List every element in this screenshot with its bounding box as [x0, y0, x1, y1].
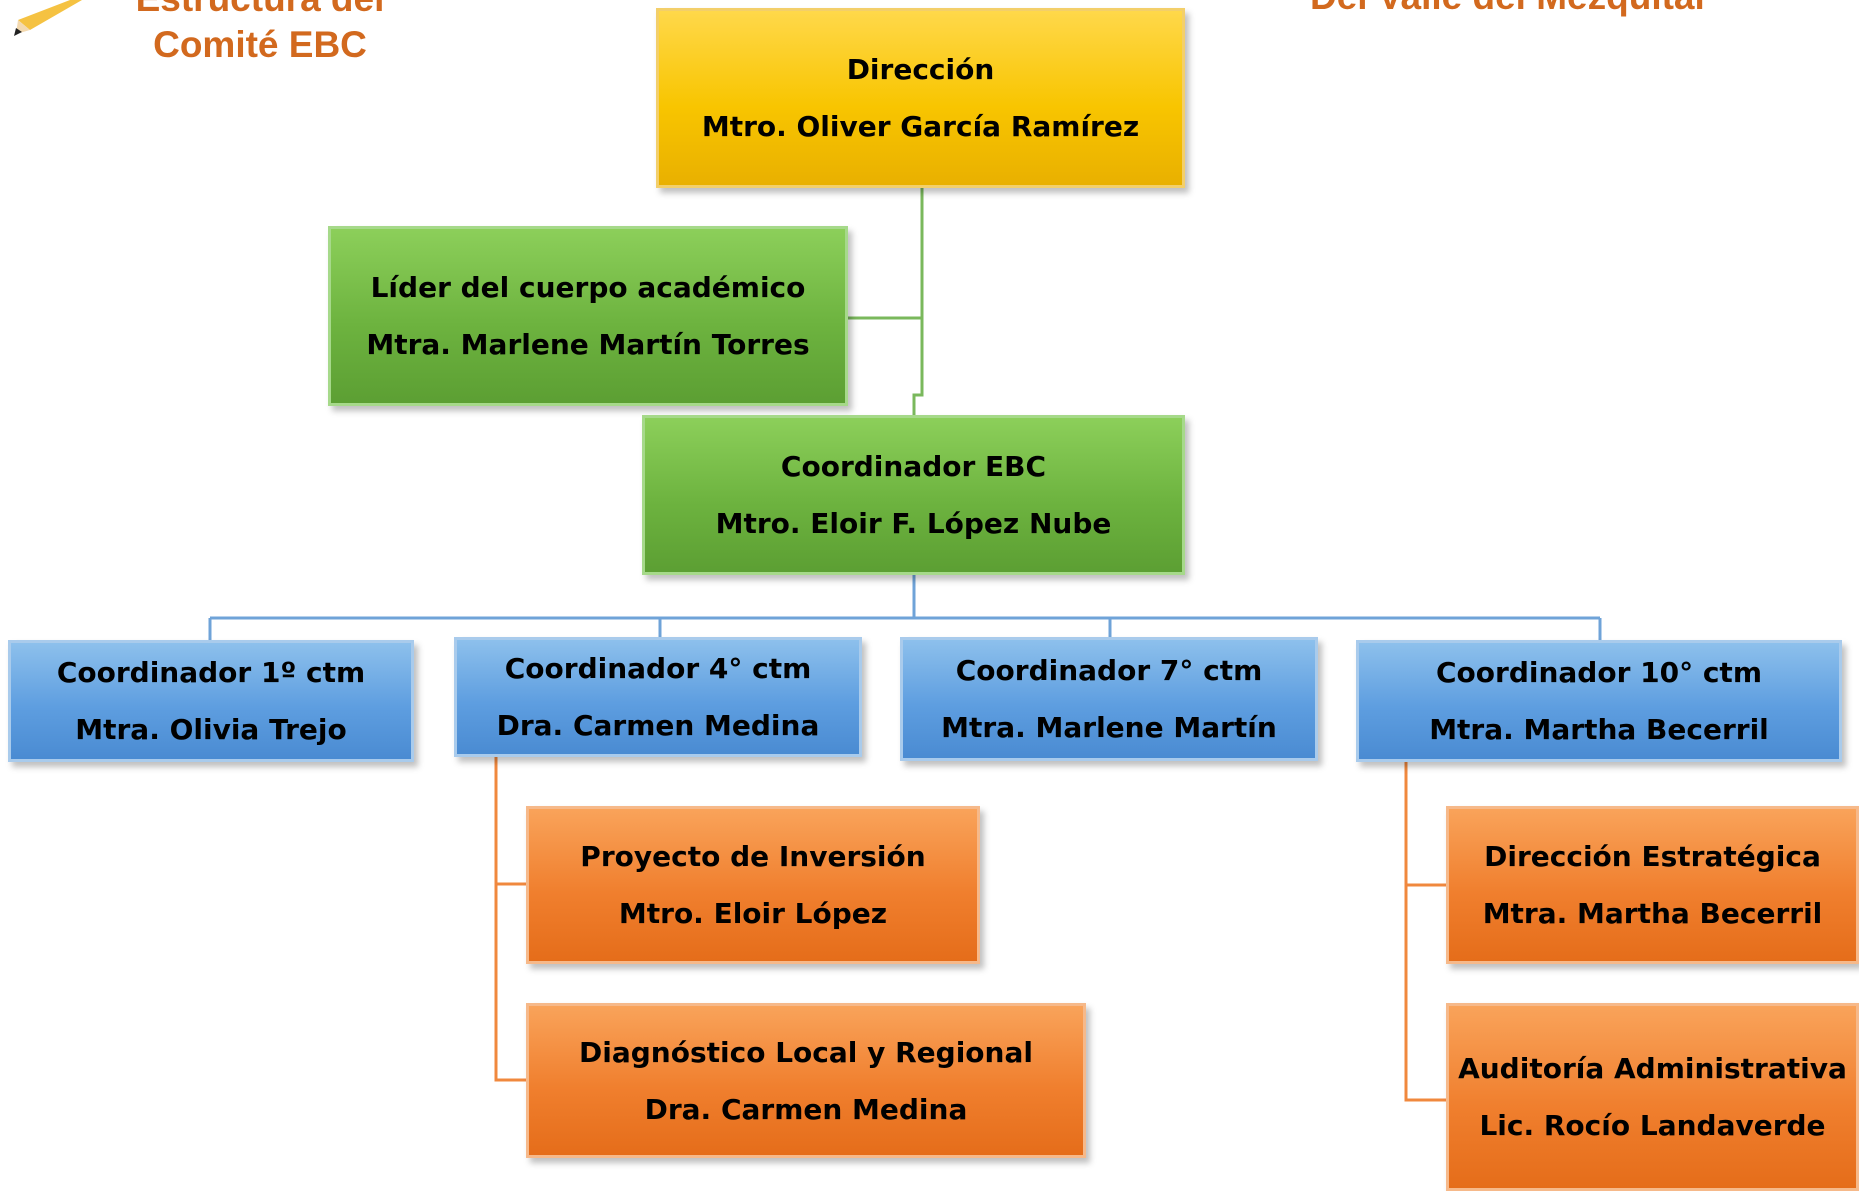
connector-direccion-coordinador	[912, 188, 924, 415]
node-direccion-name: Mtro. Oliver García Ramírez	[701, 110, 1140, 143]
node-auditoria-name: Lic. Rocío Landaverde	[1479, 1109, 1826, 1142]
node-direccion: Dirección Mtro. Oliver García Ramírez	[656, 8, 1185, 188]
node-direccion-estrategica-name: Mtra. Martha Becerril	[1482, 897, 1823, 930]
node-coordinador-1: Coordinador 1º ctm Mtra. Olivia Trejo	[8, 640, 414, 762]
node-coordinador-10-role: Coordinador 10° ctm	[1435, 656, 1762, 689]
node-coordinador-1-name: Mtra. Olivia Trejo	[75, 713, 347, 746]
connector-4-projects	[494, 757, 526, 1082]
node-coordinador-10: Coordinador 10° ctm Mtra. Martha Becerri…	[1356, 640, 1842, 762]
institution-title: Del Valle del Mezquital	[1310, 0, 1705, 20]
node-coordinador-ebc-name: Mtro. Eloir F. López Nube	[715, 507, 1112, 540]
chart-title-line1: Estructura del	[110, 0, 410, 22]
chart-title-line2: Comité EBC	[153, 24, 367, 65]
node-lider: Líder del cuerpo académico Mtra. Marlene…	[328, 226, 848, 406]
node-direccion-estrategica: Dirección Estratégica Mtra. Martha Becer…	[1446, 806, 1859, 964]
node-coordinador-7-name: Mtra. Marlene Martín	[941, 711, 1277, 744]
node-proyecto-inversion-role: Proyecto de Inversión	[580, 840, 926, 873]
node-auditoria-role: Auditoría Administrativa	[1458, 1052, 1847, 1085]
node-coordinador-7-role: Coordinador 7° ctm	[955, 654, 1263, 687]
node-coordinador-ebc: Coordinador EBC Mtro. Eloir F. López Nub…	[642, 415, 1185, 575]
node-auditoria: Auditoría Administrativa Lic. Rocío Land…	[1446, 1003, 1859, 1191]
chart-title: Estructura del Comité EBC	[110, 0, 410, 68]
node-diagnostico-name: Dra. Carmen Medina	[644, 1092, 968, 1126]
node-direccion-role: Dirección	[846, 53, 995, 86]
pencil-icon	[14, 0, 82, 36]
connector-10-projects	[1404, 760, 1446, 1102]
node-coordinador-4: Coordinador 4° ctm Dra. Carmen Medina	[454, 637, 862, 757]
node-coordinador-ebc-role: Coordinador EBC	[780, 450, 1047, 483]
node-proyecto-inversion: Proyecto de Inversión Mtro. Eloir López	[526, 806, 980, 964]
node-diagnostico: Diagnóstico Local y Regional Dra. Carmen…	[526, 1003, 1086, 1158]
node-coordinador-10-name: Mtra. Martha Becerril	[1429, 713, 1769, 746]
node-proyecto-inversion-name: Mtro. Eloir López	[618, 897, 888, 930]
node-lider-role: Líder del cuerpo académico	[370, 271, 806, 304]
node-coordinador-4-name: Dra. Carmen Medina	[496, 709, 820, 742]
node-lider-name: Mtra. Marlene Martín Torres	[366, 328, 810, 361]
node-direccion-estrategica-role: Dirección Estratégica	[1484, 840, 1821, 873]
node-coordinador-7: Coordinador 7° ctm Mtra. Marlene Martín	[900, 637, 1318, 761]
node-diagnostico-role: Diagnóstico Local y Regional	[579, 1035, 1033, 1069]
node-coordinador-4-role: Coordinador 4° ctm	[504, 652, 812, 685]
node-coordinador-1-role: Coordinador 1º ctm	[56, 656, 366, 689]
